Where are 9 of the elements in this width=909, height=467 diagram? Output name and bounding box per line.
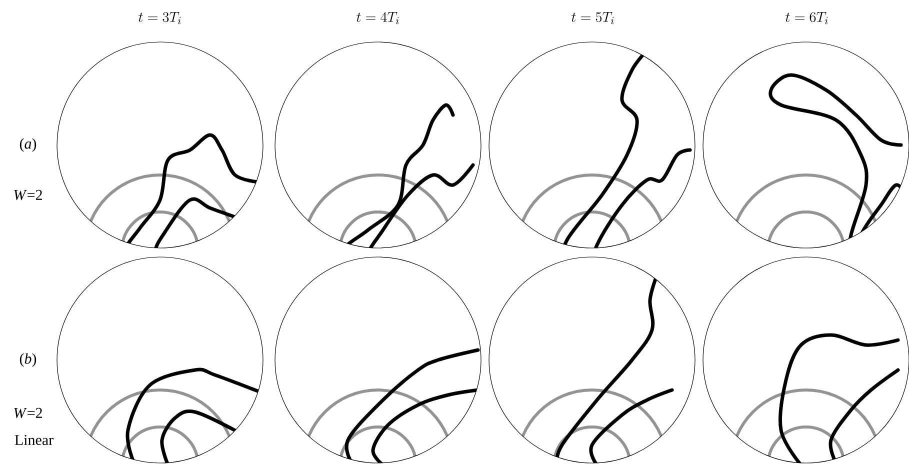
row-label: (b) [20,353,36,367]
time-label: $t=5T_i$ [572,12,614,24]
time-label: $t=3T_i$ [138,12,181,24]
time-label: $t=6T_i$ [786,12,828,24]
row-label: Linear [14,434,54,446]
parameter-label: W=2 [14,408,42,418]
time-label: $t=4T_i$ [356,12,399,24]
row-label: (a) [20,138,36,152]
parameter-label: W=2 [14,190,42,200]
